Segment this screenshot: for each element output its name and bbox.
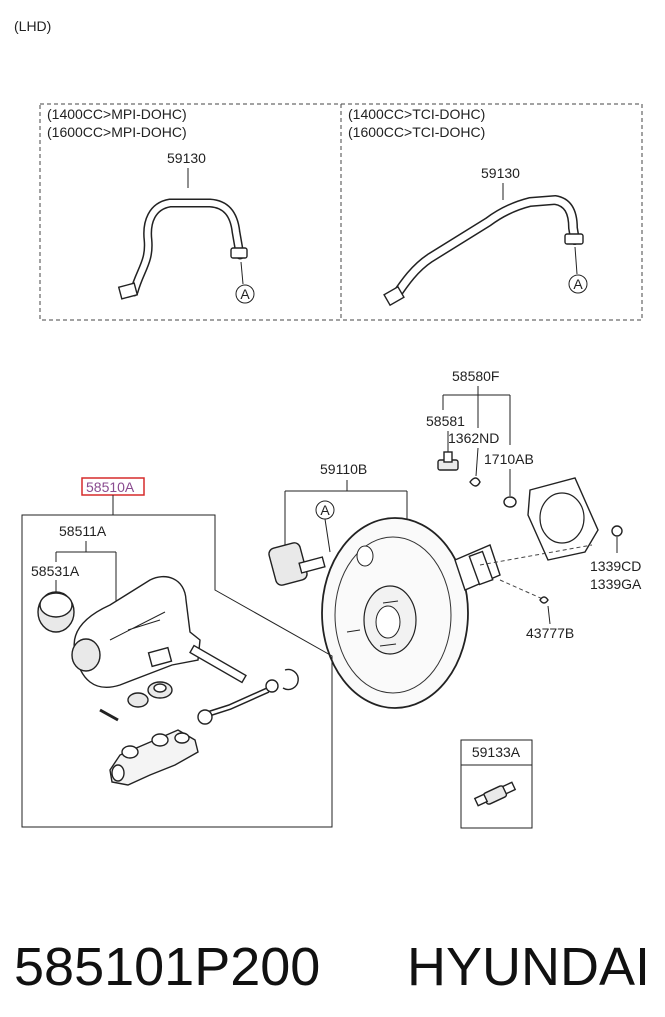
bolt-part-label: 58581 xyxy=(426,413,465,429)
booster-dash-leaders xyxy=(479,544,593,601)
check-valve-icon[interactable] xyxy=(473,781,517,807)
brake-fluid-reservoir-icon[interactable] xyxy=(71,575,201,688)
left-variant-line2: (1600CC>MPI-DOHC) xyxy=(47,124,187,140)
part-number-caption: 585101P200 xyxy=(14,937,320,997)
master-cylinder-body-icon[interactable] xyxy=(109,729,199,786)
nut-part-label-2: 1339GA xyxy=(590,576,642,592)
ref-letter-left: A xyxy=(240,286,250,302)
pushrod-pin-icon[interactable] xyxy=(189,644,247,684)
highlighted-part-label[interactable]: 58510A xyxy=(86,479,135,495)
right-variant-line1: (1400CC>TCI-DOHC) xyxy=(348,106,485,122)
piston-seal-icon[interactable] xyxy=(197,679,279,725)
bleed-screw-icon[interactable] xyxy=(99,708,119,722)
clip-icon[interactable] xyxy=(469,477,481,487)
ref-letter-right: A xyxy=(573,276,583,292)
nut-icon[interactable] xyxy=(611,525,623,537)
reservoir-grommet-icon[interactable] xyxy=(127,681,173,708)
bolt-icon[interactable] xyxy=(437,451,459,471)
ref-circle-right xyxy=(568,274,588,294)
clip-pin-icon[interactable] xyxy=(539,596,549,604)
washer-icon[interactable] xyxy=(503,496,517,508)
clip-part-label: 1362ND xyxy=(448,430,499,446)
booster-gasket-icon[interactable] xyxy=(527,477,599,561)
right-variant-line2: (1600CC>TCI-DOHC) xyxy=(348,124,485,140)
master-cylinder-frame xyxy=(21,514,333,828)
vacuum-check-valve-icon[interactable] xyxy=(268,542,326,587)
vacuum-hose-left[interactable] xyxy=(117,198,248,300)
washer-part-label: 1710AB xyxy=(484,451,534,467)
valve-part-label: 59133A xyxy=(472,744,521,760)
reservoir-part-label: 58511A xyxy=(59,523,107,539)
cap-part-label: 58531A xyxy=(31,563,80,579)
booster-part-label: 59110B xyxy=(320,461,367,477)
ref-circle-left xyxy=(235,284,255,304)
left-hose-part-label: 59130 xyxy=(167,150,206,166)
booster-assembly-label: 58580F xyxy=(452,368,499,384)
ref-letter-booster: A xyxy=(320,502,330,518)
brand-caption: HYUNDAI xyxy=(407,937,650,997)
snap-ring-icon[interactable] xyxy=(282,668,299,691)
valve-box-frame xyxy=(460,739,533,829)
left-ref-leader xyxy=(240,261,244,285)
drive-side-label: (LHD) xyxy=(14,18,51,34)
vacuum-hose-right[interactable] xyxy=(383,194,584,307)
reservoir-cap-icon[interactable] xyxy=(37,591,75,633)
brake-booster-icon[interactable] xyxy=(321,517,501,709)
right-ref-leader xyxy=(574,246,578,275)
nut-part-label-1: 1339CD xyxy=(590,558,641,574)
left-variant-line1: (1400CC>MPI-DOHC) xyxy=(47,106,187,122)
right-hose-part-label: 59130 xyxy=(481,165,520,181)
pin-part-label: 43777B xyxy=(526,625,574,641)
